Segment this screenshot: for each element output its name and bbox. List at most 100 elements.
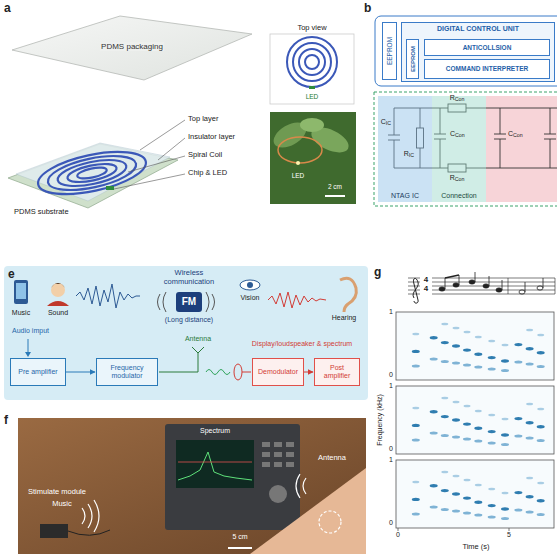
top-view-inset [287, 37, 337, 87]
node-text: Connection [441, 192, 476, 200]
music-staff [408, 278, 555, 303]
top-view-inset [293, 43, 331, 81]
audio-input-arrow [25, 352, 31, 357]
symbol-subscript: IC [386, 120, 391, 126]
phone-icon [14, 280, 28, 304]
experiment-photo [262, 452, 270, 457]
experiment-photo [82, 500, 99, 532]
spectrogram-panel [398, 528, 509, 531]
signal-arrow [304, 372, 313, 373]
layer-label: Spiral Coil [188, 151, 222, 160]
layer-stack [16, 143, 170, 201]
spectrogram-panel [412, 323, 545, 372]
layer-stack [34, 144, 149, 202]
person-icon [47, 283, 69, 306]
time-signature: 4 [424, 275, 428, 284]
axis-tick: 1 [389, 382, 393, 390]
music-notes [445, 275, 459, 278]
node-text: ANTICOLLSION [463, 44, 512, 51]
music-notes [459, 275, 460, 285]
leader-line [114, 120, 185, 189]
circuit-band: Connection [432, 96, 486, 202]
time-signature: 4 [424, 284, 428, 293]
person-icon [47, 301, 69, 306]
spectrogram-panel [412, 471, 545, 520]
experiment-photo [178, 452, 252, 480]
axis-tick: 0 [396, 531, 400, 539]
antenna-symbol [159, 352, 198, 372]
process-box: Pre amplifier [10, 358, 66, 386]
scale-label: 2 cm [328, 183, 342, 190]
layer-stack [66, 160, 118, 185]
experiment-photo [178, 462, 252, 463]
ear-icon [340, 278, 356, 312]
antenna-symbol [192, 347, 204, 353]
chip-outline [375, 16, 557, 86]
axis-title: Frequency (kHz) [376, 394, 384, 446]
eye-icon [247, 282, 253, 288]
music-notes [475, 272, 476, 282]
process-box: Demodulator [252, 358, 304, 386]
sound-wave [268, 292, 326, 308]
experiment-photo [262, 442, 270, 447]
plant-photo [270, 112, 356, 204]
experiment-photo [18, 418, 366, 554]
equivalent-circuit [544, 108, 556, 168]
component-label: CCon [508, 130, 523, 138]
spectrogram-panel [396, 312, 554, 380]
symbol-subscript: Con [455, 176, 465, 182]
audio-input-arrow [25, 339, 31, 357]
symbol-letter: C [508, 130, 513, 137]
experiment-photo [269, 485, 287, 503]
process-box: Post amplifier [314, 358, 360, 386]
pdms-packaging-sheet [12, 16, 252, 80]
leader-line [158, 138, 185, 160]
node-text: EEPROM [386, 37, 393, 65]
layer-stack [55, 155, 128, 191]
person-icon [51, 283, 65, 288]
music-notes [445, 278, 446, 289]
top-view-inset [270, 34, 354, 104]
sound-wave [76, 284, 140, 308]
symbol-subscript: Con [455, 96, 465, 102]
antenna-symbol [159, 347, 230, 375]
sound-wave [268, 292, 326, 308]
layer-stack [106, 186, 114, 190]
top-view-inset [299, 49, 325, 75]
eye-icon [240, 280, 260, 290]
plant-photo [300, 118, 324, 132]
experiment-photo [274, 462, 282, 467]
led-label: LED [292, 172, 305, 179]
axis-tick: 5 [507, 531, 511, 539]
logic-block: COMMAND INTERPRETER [424, 59, 550, 79]
component-label: RIC [404, 150, 414, 158]
top-view-inset [287, 37, 337, 87]
symbol-subscript: IC [409, 152, 414, 158]
node-text: EEPROM [409, 46, 416, 72]
symbol-letter: R [450, 174, 455, 181]
pdms-packaging-sheet [12, 16, 252, 80]
photo-label: Spectrum [200, 427, 230, 435]
photo-label: Music [52, 500, 72, 509]
experiment-photo [296, 474, 306, 498]
spectrogram-panel [396, 312, 554, 531]
top-view-inset [305, 55, 319, 69]
axis-tick: 0 [389, 519, 393, 527]
node-text: COMMAND INTERPRETER [446, 65, 528, 72]
icon-label: Sound [48, 309, 68, 317]
experiment-photo [165, 424, 300, 530]
symbol-letter: C [381, 118, 386, 125]
component-label: CCon [450, 130, 465, 138]
node-text: Post amplifier [318, 364, 356, 380]
sound-wave [76, 284, 215, 312]
node-text: Pre amplifier [18, 368, 57, 376]
music-staff [408, 278, 555, 294]
scale-label: 5 cm [232, 533, 247, 541]
node-text: DIGITAL CONTROL UNIT [437, 25, 519, 33]
person-icon [51, 283, 65, 297]
music-notes [543, 278, 544, 288]
leader-line [128, 156, 185, 172]
experiment-photo [250, 468, 366, 554]
experiment-photo [274, 442, 282, 447]
chip-outline [374, 16, 557, 206]
